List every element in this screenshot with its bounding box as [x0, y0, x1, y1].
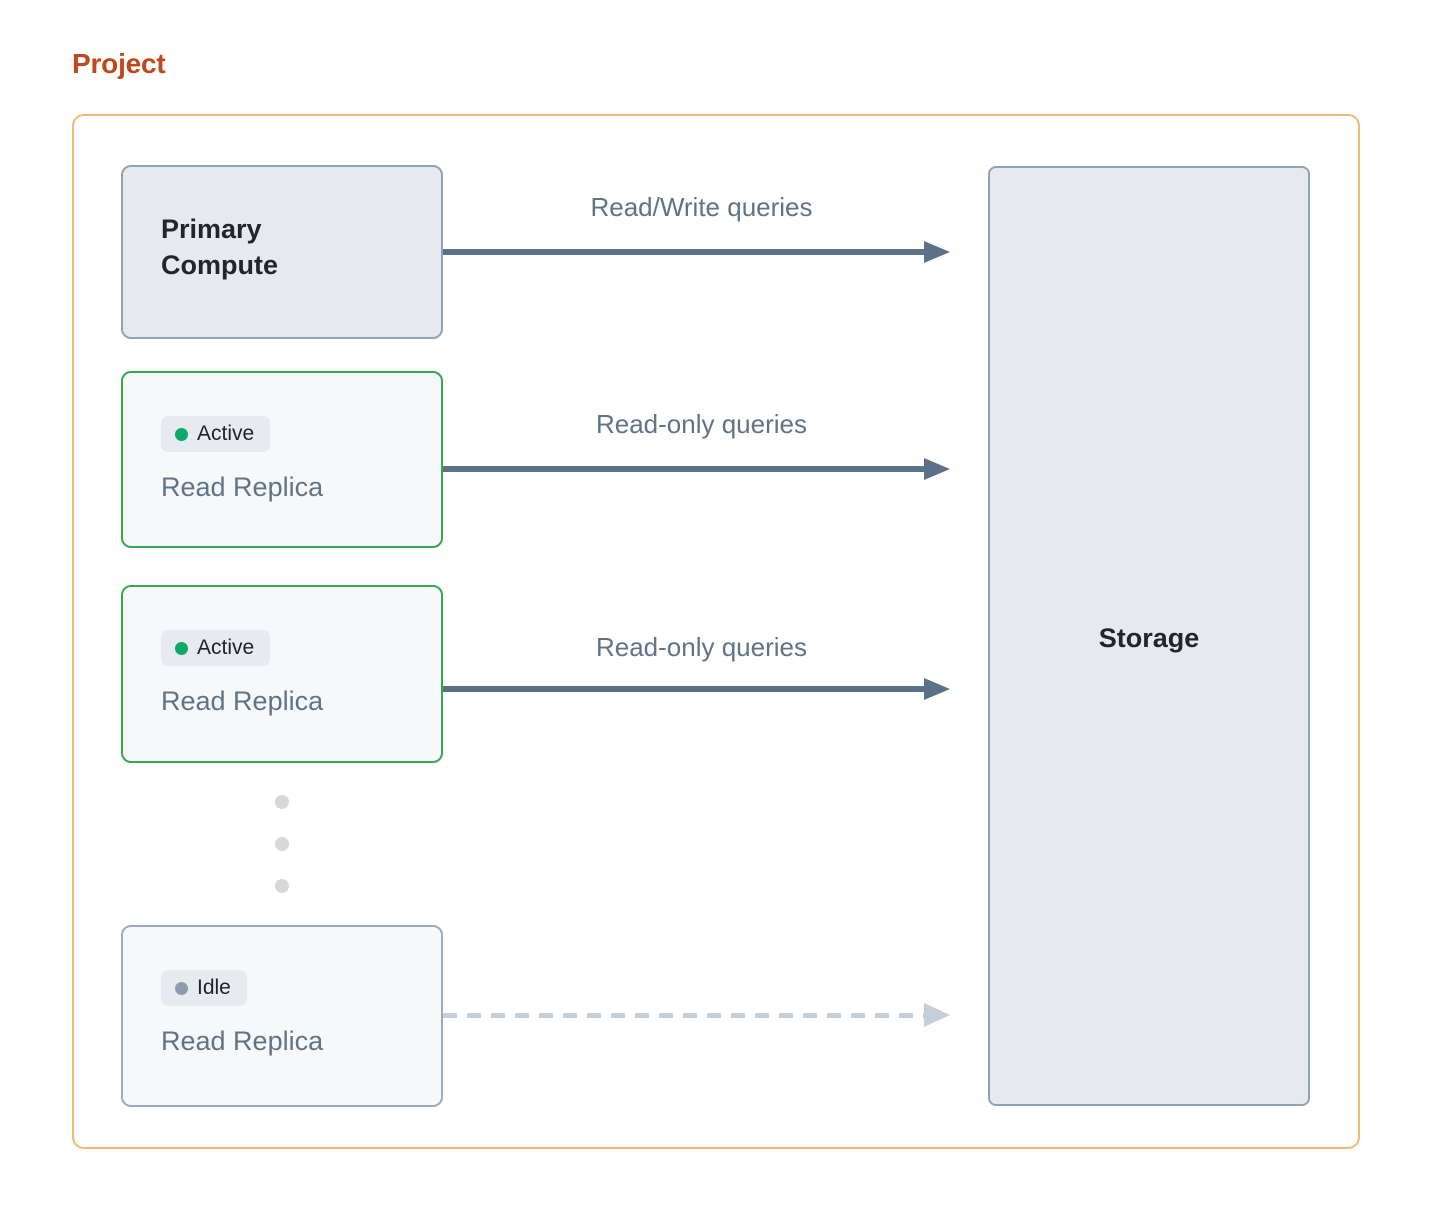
status-dot-icon [175, 641, 188, 655]
arrow-replica1-to-storage [443, 458, 960, 480]
read-replica-label: Read Replica [161, 1026, 324, 1056]
arrow-line [443, 466, 927, 472]
arrow-head-icon [924, 241, 950, 263]
arrow-line-dashed [443, 1012, 927, 1018]
arrow-replica2-to-storage [443, 678, 960, 700]
status-badge: Active [161, 630, 271, 666]
ellipsis-dot-icon [275, 879, 289, 893]
page-title: Project [72, 48, 166, 79]
arrow-label-read-write-queries: Read/Write queries [590, 192, 813, 222]
arrow-head-icon [924, 678, 950, 700]
ellipsis-dot-icon [275, 795, 289, 809]
arrow-replica3-to-storage [443, 1003, 960, 1027]
arrow-head-icon [924, 458, 950, 480]
arrow-label-read-only-queries-1: Read-only queries [595, 409, 807, 439]
ellipsis-dot-icon [275, 837, 289, 851]
status-badge: Active [161, 416, 271, 452]
primary-compute-label-line1: Primary [161, 214, 262, 244]
node-read-replica-2[interactable]: Active Read Replica [121, 585, 443, 763]
status-badge-label: Idle [197, 976, 231, 999]
status-badge-label: Active [197, 636, 255, 659]
storage-label: Storage [1098, 623, 1200, 653]
status-badge: Idle [161, 970, 247, 1006]
arrow-line [443, 249, 927, 255]
status-dot-icon [175, 427, 188, 441]
read-replica-label: Read Replica [161, 686, 324, 716]
primary-compute-label-line2: Compute [161, 250, 278, 281]
arrow-label-read-only-queries-2: Read-only queries [595, 632, 807, 662]
node-storage[interactable]: Storage [988, 166, 1310, 1106]
ellipsis-more-replicas [275, 795, 289, 893]
node-read-replica-3[interactable]: Idle Read Replica [121, 925, 443, 1107]
node-read-replica-1[interactable]: Active Read Replica [121, 371, 443, 548]
arrow-primary-to-storage [443, 241, 960, 263]
status-badge-label: Active [197, 422, 255, 445]
arrow-line [443, 686, 927, 692]
status-dot-icon [175, 981, 188, 995]
read-replica-label: Read Replica [161, 472, 324, 502]
arrow-head-icon [924, 1003, 950, 1027]
